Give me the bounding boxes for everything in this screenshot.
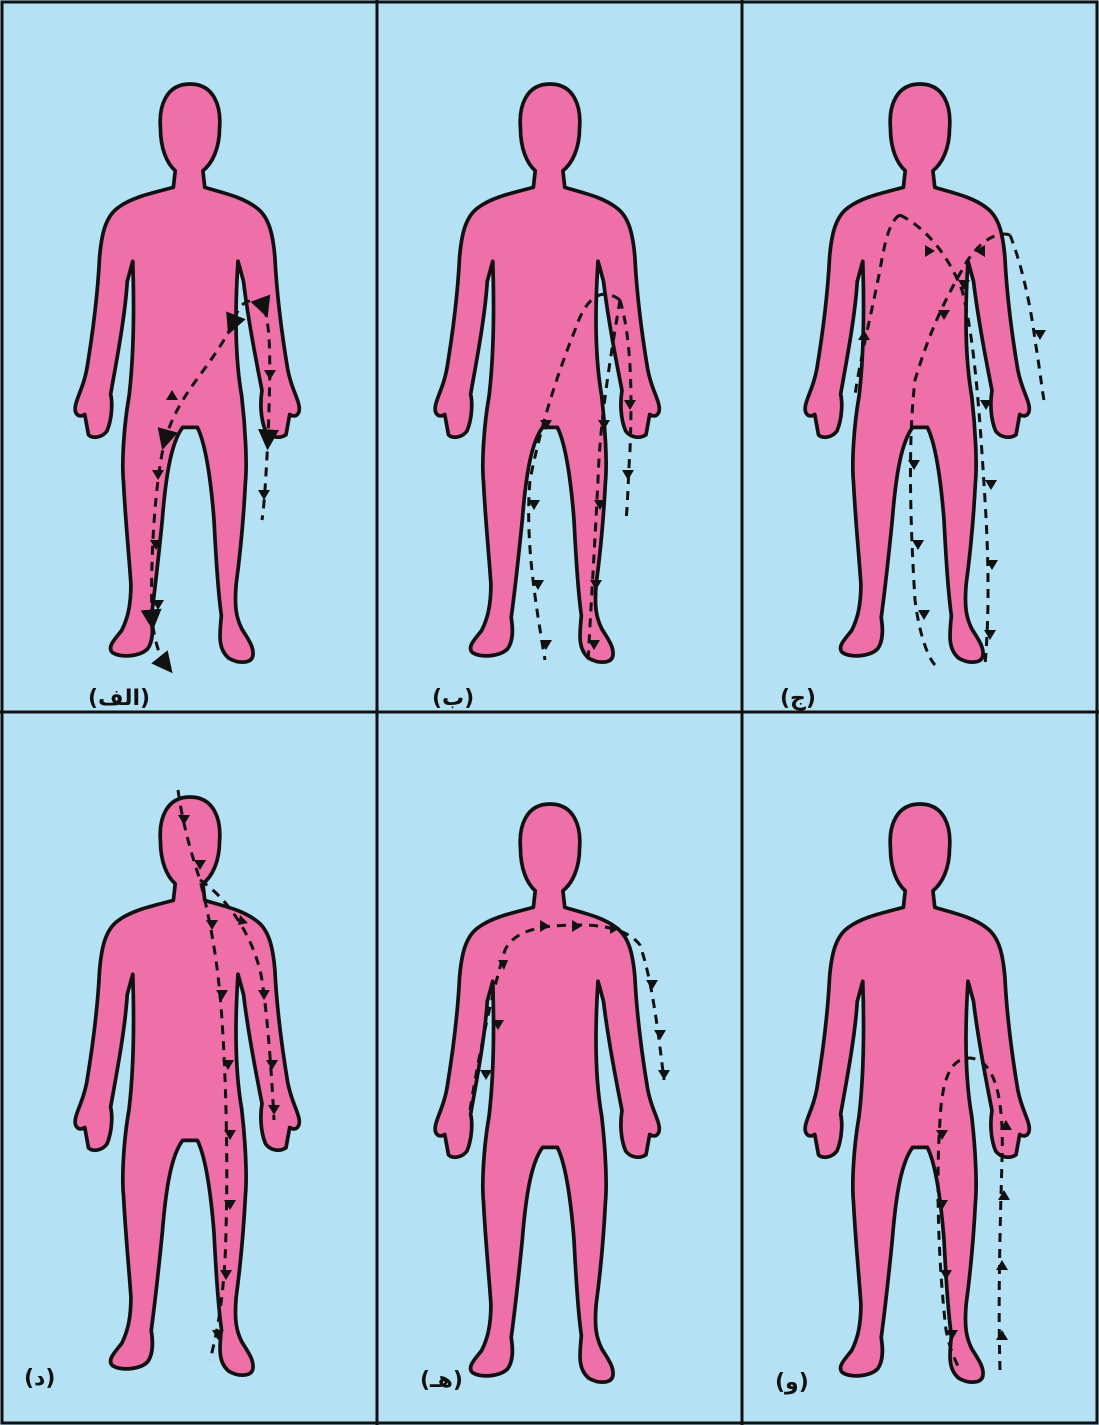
panel-label-f: (و) — [775, 1372, 809, 1394]
panel-label-e: (هـ) — [420, 1370, 463, 1392]
body-silhouette-b — [435, 84, 659, 662]
panel-label-d: (د) — [24, 1368, 55, 1390]
body-silhouette-d — [75, 797, 299, 1375]
body-silhouette-a — [75, 84, 299, 662]
panel-b — [435, 84, 659, 665]
panel-a — [75, 84, 299, 665]
panel-label-b: (ب) — [432, 688, 474, 710]
panel-e — [435, 804, 670, 1382]
panel-f — [805, 804, 1029, 1382]
panel-d — [75, 790, 299, 1375]
body-silhouette-f — [805, 804, 1029, 1382]
panel-label-c: (ج) — [780, 688, 816, 710]
body-silhouette-e — [435, 804, 659, 1382]
panel-label-a: (الف) — [88, 688, 150, 710]
panel-c — [805, 84, 1046, 665]
